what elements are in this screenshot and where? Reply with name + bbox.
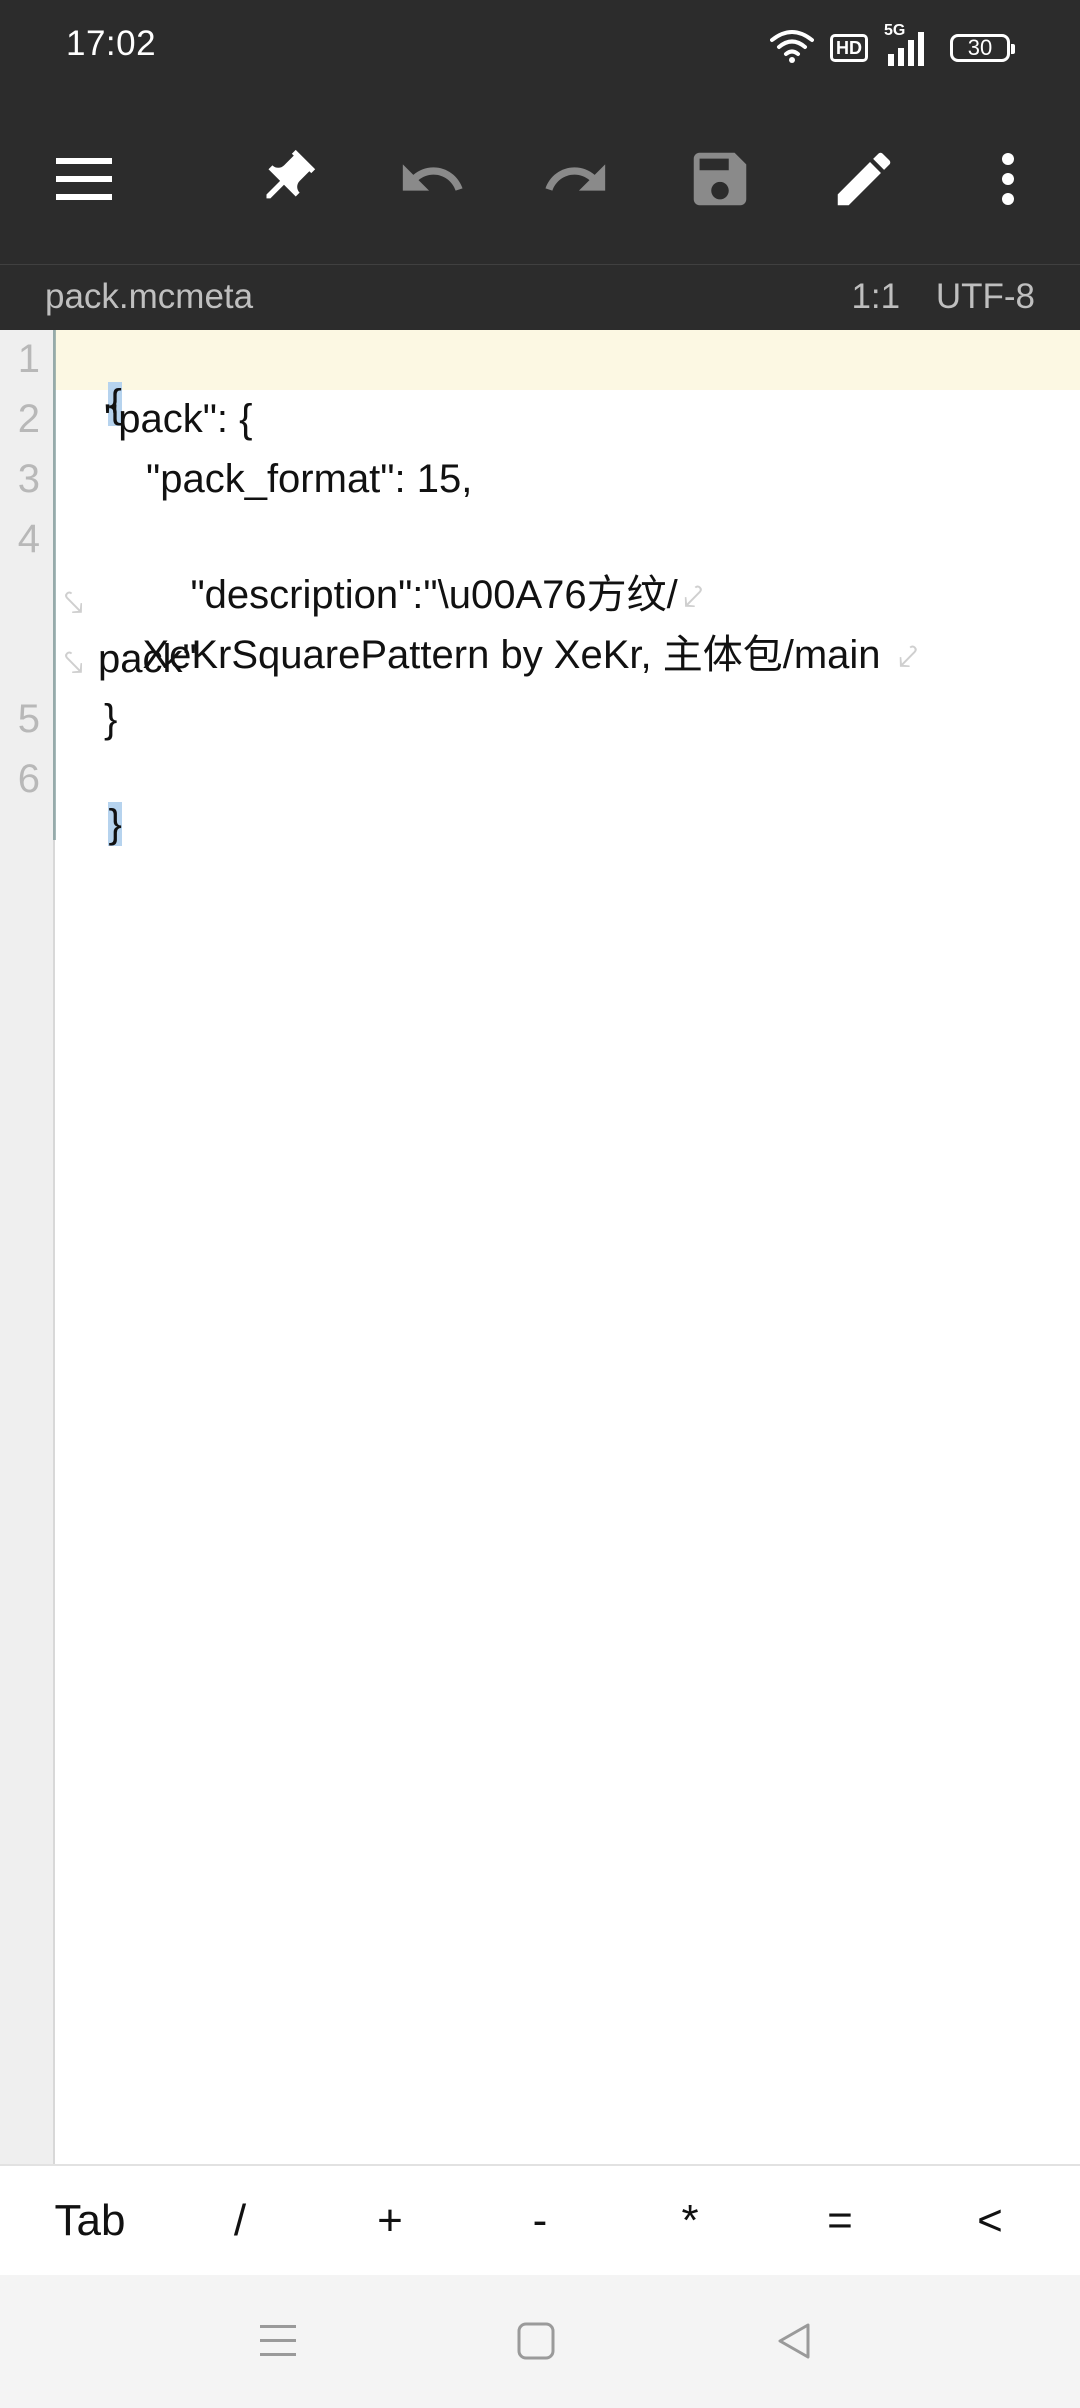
back-icon <box>774 2321 814 2365</box>
file-encoding: UTF-8 <box>935 277 1035 316</box>
edit-icon <box>829 144 899 218</box>
save-button[interactable] <box>676 137 764 225</box>
signal-icon: 5G <box>884 22 934 68</box>
recents-button[interactable] <box>250 2315 306 2371</box>
line-number: 4 <box>17 517 40 561</box>
code-text: "description":"\u00A76方纹/ <box>190 573 678 617</box>
code-line: "pack": { <box>104 397 253 441</box>
matched-bracket: } <box>108 802 122 846</box>
cursor-position: 1:1 <box>851 277 901 316</box>
code-line: } <box>64 757 122 892</box>
pin-button[interactable] <box>242 137 330 225</box>
file-name: pack.mcmeta <box>45 277 254 316</box>
code-line: } <box>104 697 118 741</box>
line-number: 5 <box>17 697 40 741</box>
more-vert-icon <box>998 151 1018 211</box>
wifi-icon <box>770 28 814 68</box>
network-type-label: 5G <box>884 22 906 39</box>
line-number: 1 <box>17 337 40 381</box>
code-text: XeKrSquarePattern by XeKr, 主体包/main <box>142 633 881 677</box>
undo-button[interactable] <box>388 137 476 225</box>
battery-icon: 30 <box>950 34 1015 62</box>
code-line-wrapped: XeKrSquarePattern by XeKr, 主体包/main ⤦ <box>98 577 918 725</box>
undo-icon <box>397 144 467 218</box>
symbol-key-equals[interactable]: = <box>827 2195 853 2245</box>
symbol-key-minus[interactable]: - <box>532 2195 548 2245</box>
menu-button[interactable] <box>40 137 128 225</box>
wrap-end-icon: ⤦ <box>683 578 703 616</box>
line-number-gutter <box>0 330 55 2164</box>
current-line-highlight <box>55 330 1080 390</box>
symbol-input-bar: Tab / + - * = < <box>0 2164 1080 2275</box>
symbol-key-plus[interactable]: + <box>377 2195 403 2245</box>
file-status: 1:1 UTF-8 <box>825 277 1035 317</box>
more-options-button[interactable] <box>964 137 1052 225</box>
file-info-bar: pack.mcmeta 1:1 UTF-8 <box>0 265 1080 330</box>
fold-indicator <box>53 330 56 840</box>
line-number: 3 <box>17 457 40 501</box>
status-time: 17:02 <box>66 24 157 63</box>
wrap-end-icon: ⤦ <box>898 638 918 676</box>
status-icons: HD 5G 30 <box>770 22 1015 70</box>
redo-icon <box>541 144 611 218</box>
save-icon <box>685 144 755 218</box>
line-number: 2 <box>17 397 40 441</box>
wrap-start-icon: ⤥ <box>64 643 84 683</box>
symbol-key-tab[interactable]: Tab <box>54 2195 126 2245</box>
menu-icon <box>54 156 114 206</box>
code-line-wrapped: pack" <box>98 637 197 681</box>
editor-toolbar <box>0 97 1080 265</box>
code-line: "description":"\u00A76方纹/⤦ <box>146 517 703 665</box>
symbol-key-less-than[interactable]: < <box>977 2195 1003 2245</box>
status-bar: 17:02 HD 5G 30 <box>0 0 1080 97</box>
symbol-key-asterisk[interactable]: * <box>681 2195 699 2245</box>
symbol-key-slash[interactable]: / <box>233 2195 247 2245</box>
back-button[interactable] <box>766 2315 822 2371</box>
pin-icon <box>253 146 319 216</box>
edit-button[interactable] <box>820 137 908 225</box>
system-nav-bar <box>0 2275 1080 2408</box>
home-icon <box>516 2321 556 2365</box>
code-line: "pack_format": 15, <box>146 457 473 501</box>
recents-icon <box>258 2321 298 2365</box>
code-line: { <box>64 337 122 472</box>
code-editor[interactable]: 1 2 3 4 5 6 { "pack": { "pack_format": 1… <box>0 330 1080 2164</box>
matched-bracket: { <box>108 382 122 426</box>
wrap-start-icon: ⤥ <box>64 583 84 623</box>
home-button[interactable] <box>508 2315 564 2371</box>
line-number: 6 <box>17 757 40 801</box>
hd-badge: HD <box>830 34 868 62</box>
redo-button[interactable] <box>532 137 620 225</box>
